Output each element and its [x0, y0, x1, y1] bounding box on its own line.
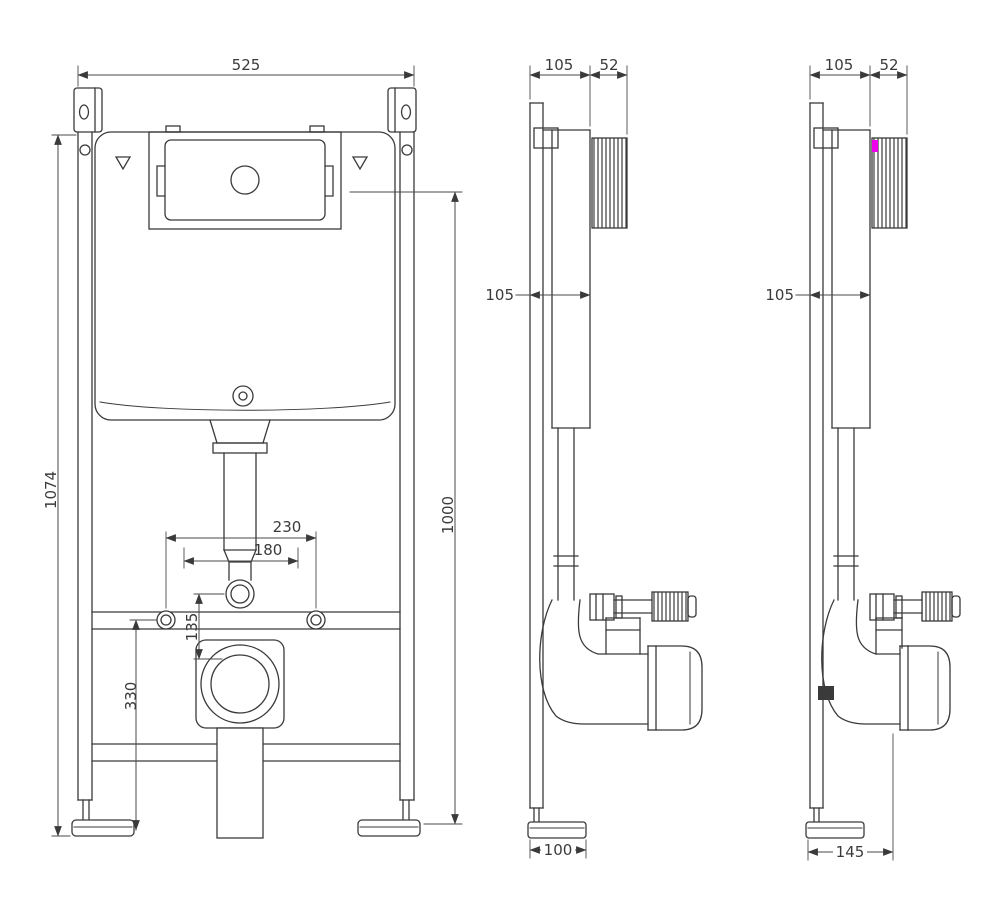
elbow-solid-detail: [818, 686, 834, 700]
dim-fixing-span-outer: 230: [165, 518, 317, 609]
panel-clip-left: [156, 165, 166, 197]
valve-thread: [921, 591, 953, 622]
flush-valve-mark: [232, 385, 254, 407]
dim-cistern-depth-right: 52: [869, 56, 908, 135]
pipe-collar: [212, 442, 268, 454]
valve-tip: [951, 595, 961, 618]
dim-waste-height: 330: [122, 619, 157, 831]
panel-clip-right: [324, 165, 334, 197]
level-mark-left: [114, 156, 132, 171]
fixing-hole-right-outer: [306, 610, 326, 630]
access-panel: [114, 125, 369, 230]
dim-cistern-depth-center: 52: [589, 56, 628, 135]
outlet-bell: [907, 645, 951, 731]
bracket-slot-left: [78, 104, 90, 120]
dim-front-width: 525: [77, 56, 415, 87]
dim-overall-height: 1074: [42, 134, 77, 837]
threaded-rods-block: [871, 137, 908, 229]
side-view-center: 105 52 105: [485, 56, 703, 859]
waste-elbow-center: [539, 599, 703, 731]
dim-waste-height-value: 330: [122, 682, 140, 711]
dim-frame-height-value: 1000: [439, 496, 457, 534]
fixing-hole-left-outer: [156, 610, 176, 630]
threaded-rods-block: [591, 137, 628, 229]
side-foot-center: [527, 807, 587, 839]
pipe-fitting-inner: [230, 584, 250, 604]
inlet-valve-center: [589, 591, 697, 622]
dim-depth-mid-center-value: 105: [485, 286, 514, 304]
crossbar-upper: [91, 611, 401, 630]
dim-frame-height: 1000: [349, 191, 463, 825]
waste-circle-outer: [200, 644, 280, 724]
side-view-right: 105 52 1: [765, 56, 961, 861]
rail-top-block: [533, 127, 559, 149]
highlight-mark: [872, 140, 878, 152]
dim-depth-top-right: 105: [809, 56, 871, 127]
front-frame: [71, 87, 421, 837]
panel-tab-left: [165, 125, 181, 133]
rail-hole-left: [79, 144, 91, 156]
side-foot-right: [805, 807, 865, 839]
wall-bracket-left: [73, 87, 103, 133]
fixing-hole-left-inner: [160, 614, 172, 626]
panel-inner: [164, 139, 326, 221]
dim-fixing-span-inner-value: 180: [254, 541, 283, 559]
dim-foot-depth-right: 145: [807, 733, 894, 861]
rail-left: [77, 131, 93, 801]
dim-cistern-depth-right-value: 52: [879, 56, 898, 74]
drain-pipe: [216, 727, 264, 839]
dim-depth-mid-right: 105: [765, 286, 871, 304]
rail-right: [399, 131, 415, 801]
dim-cistern-depth-center-value: 52: [599, 56, 618, 74]
dim-overall-height-value: 1074: [42, 471, 60, 509]
pipe-fitting-outer: [225, 579, 255, 609]
dim-fixing-span-inner: 180: [183, 541, 299, 569]
rail-top-block: [813, 127, 839, 149]
dim-waste-drop: 135: [183, 593, 225, 660]
waste-elbow-right: [818, 599, 951, 731]
side-cistern-center: [542, 129, 628, 429]
panel-push-hole: [230, 165, 260, 195]
dim-depth-mid-center: 105: [485, 286, 591, 304]
valve-tip: [687, 595, 697, 618]
dim-depth-mid-right-value: 105: [765, 286, 794, 304]
flush-pipe: [209, 419, 271, 609]
foot-right: [357, 799, 421, 837]
fixing-hole-right-inner: [310, 614, 322, 626]
dim-foot-depth-center: 100: [529, 839, 587, 859]
fixing-holes: [156, 610, 326, 630]
outlet-bell: [655, 645, 703, 731]
side-flush-pipe-right: [833, 427, 859, 601]
wall-bracket-right: [387, 87, 417, 133]
dim-depth-top-center-value: 105: [545, 56, 574, 74]
dim-front-width-value: 525: [232, 56, 261, 74]
dim-depth-top-right-value: 105: [825, 56, 854, 74]
bracket-slot-right: [400, 104, 412, 120]
rail-hole-right: [401, 144, 413, 156]
waste-circle-inner: [210, 654, 270, 714]
dim-waste-drop-value: 135: [183, 613, 201, 642]
valve-thread: [651, 591, 689, 622]
front-view: 525: [42, 56, 463, 839]
waste-outlet: [195, 639, 285, 729]
flush-valve-mark-inner: [238, 391, 248, 401]
dim-foot-depth-right-value: 145: [836, 843, 865, 861]
dim-fixing-span-outer-value: 230: [273, 518, 302, 536]
side-cistern-right: [822, 129, 908, 429]
dim-depth-top-center: 105: [529, 56, 591, 127]
side-flush-pipe-center: [553, 427, 579, 601]
dim-foot-depth-center-value: 100: [544, 841, 573, 859]
level-mark-right: [351, 156, 369, 171]
panel-tab-right: [309, 125, 325, 133]
